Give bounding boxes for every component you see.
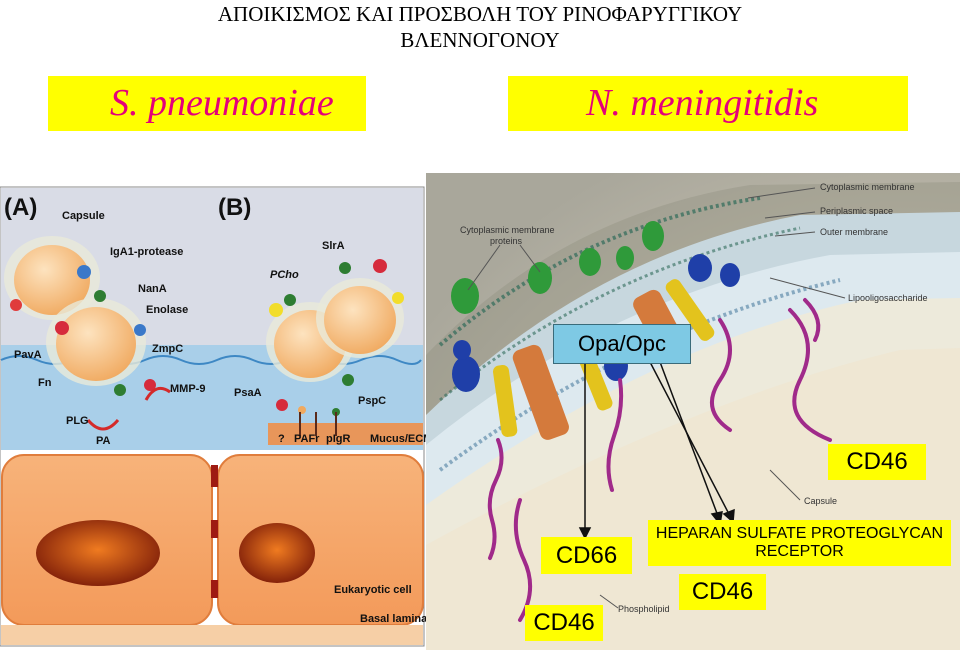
label-capsule-nm: Capsule bbox=[804, 496, 837, 506]
label-plg: PLG bbox=[66, 415, 89, 427]
label-unknown-receptor: ? bbox=[278, 433, 285, 445]
organism-label-meningitidis: N. meningitidis bbox=[508, 76, 908, 131]
callout-hspg-line1: HEPARAN SULFATE PROTEOGLYCAN bbox=[655, 525, 944, 542]
pneumococcus-a1 bbox=[14, 245, 90, 315]
callout-opa-opc: Opa/Opc bbox=[553, 324, 691, 364]
label-lipooligosaccharide: Lipooligosaccharide bbox=[848, 293, 928, 303]
callout-cd46-top: CD46 bbox=[828, 444, 926, 480]
label-fn: Fn bbox=[38, 377, 52, 389]
label-cytoplasmic-membrane: Cytoplasmic membrane bbox=[820, 182, 915, 192]
label-pigr: pIgR bbox=[326, 433, 350, 445]
left-figure: (A) (B) Capsule IgA1-protease NanA Enola… bbox=[0, 186, 432, 647]
label-capsule: Capsule bbox=[62, 210, 105, 222]
nucleus-right bbox=[239, 523, 315, 583]
label-iga1-protease: IgA1-protease bbox=[110, 246, 183, 258]
plg-pa-arrow bbox=[86, 419, 120, 431]
label-mucus-ecm: Mucus/ECM bbox=[370, 433, 432, 445]
label-pava: PavA bbox=[14, 349, 42, 361]
callout-hspg-line2: RECEPTOR bbox=[755, 543, 844, 560]
receptor-strip bbox=[268, 423, 423, 445]
cytoplasmic-proteins bbox=[451, 221, 664, 314]
label-eukaryotic-cell: Eukaryotic cell bbox=[334, 584, 412, 596]
label-periplasmic-space: Periplasmic space bbox=[820, 206, 893, 216]
label-mmp9: MMP-9 bbox=[170, 383, 205, 395]
callout-cd66: CD66 bbox=[541, 537, 632, 574]
label-cytoplasmic-membrane-proteins-1: Cytoplasmic membrane bbox=[460, 225, 555, 235]
organism-label-pneumoniae: S. pneumoniae bbox=[48, 76, 366, 131]
label-slra: SlrA bbox=[322, 240, 345, 252]
label-pa: PA bbox=[96, 435, 111, 447]
label-phospholipid: Phospholipid bbox=[618, 604, 670, 614]
label-basal-lamina: Basal lamina bbox=[360, 613, 428, 625]
label-cytoplasmic-membrane-proteins-2: proteins bbox=[490, 236, 523, 246]
callout-cd46-bottom-mid: CD46 bbox=[679, 574, 766, 610]
label-nana: NanA bbox=[138, 283, 167, 295]
label-pspc: PspC bbox=[358, 395, 386, 407]
label-zmpc: ZmpC bbox=[152, 343, 183, 355]
callout-cd46-bottom-left: CD46 bbox=[525, 605, 603, 641]
lipooligosaccharide-chains bbox=[487, 298, 832, 622]
opa-arrows bbox=[578, 361, 735, 540]
label-outer-membrane: Outer membrane bbox=[820, 227, 888, 237]
pneumococcus-a2 bbox=[56, 307, 136, 381]
panel-b-label: (B) bbox=[218, 194, 251, 221]
nucleus-left bbox=[36, 520, 160, 586]
surface-proteins bbox=[10, 259, 404, 416]
label-pafr: PAFr bbox=[294, 433, 320, 445]
label-pcho: PCho bbox=[270, 269, 299, 281]
pneumococcus-b2 bbox=[324, 286, 396, 354]
slide-title-line2: ΒΛΕΝΝΟΓΟΝΟΥ bbox=[400, 28, 560, 52]
label-enolase: Enolase bbox=[146, 304, 188, 316]
panel-a-label: (A) bbox=[4, 194, 37, 221]
callout-hspg-receptor: HEPARAN SULFATE PROTEOGLYCAN RECEPTOR bbox=[648, 520, 951, 566]
label-psaa: PsaA bbox=[234, 387, 262, 399]
slide-title-line1: ΑΠΟΙΚΙΣΜΟΣ ΚΑΙ ΠΡΟΣΒΟΛΗ ΤΟΥ ΡΙΝΟΦΑΡΥΓΓΙΚ… bbox=[217, 2, 743, 26]
